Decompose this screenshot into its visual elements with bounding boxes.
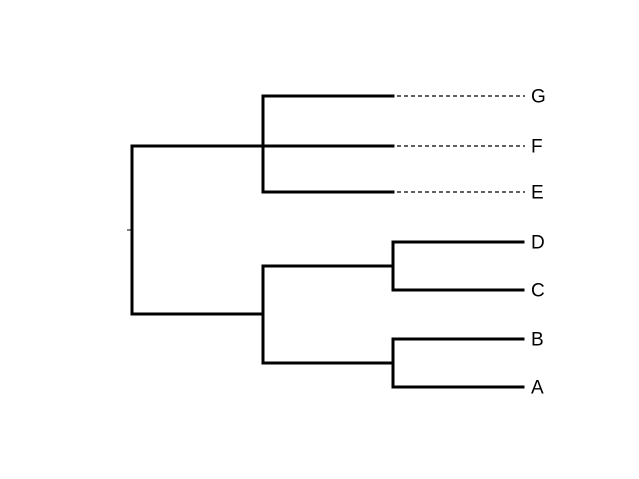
tip-label-g: G [531, 87, 546, 108]
tip-label-f: F [531, 137, 543, 158]
tip-label-c: C [531, 281, 545, 302]
tip-label-b: B [531, 330, 544, 351]
tip-label-a: A [531, 378, 544, 399]
tip-label-d: D [531, 233, 545, 254]
tip-label-e: E [531, 183, 544, 204]
